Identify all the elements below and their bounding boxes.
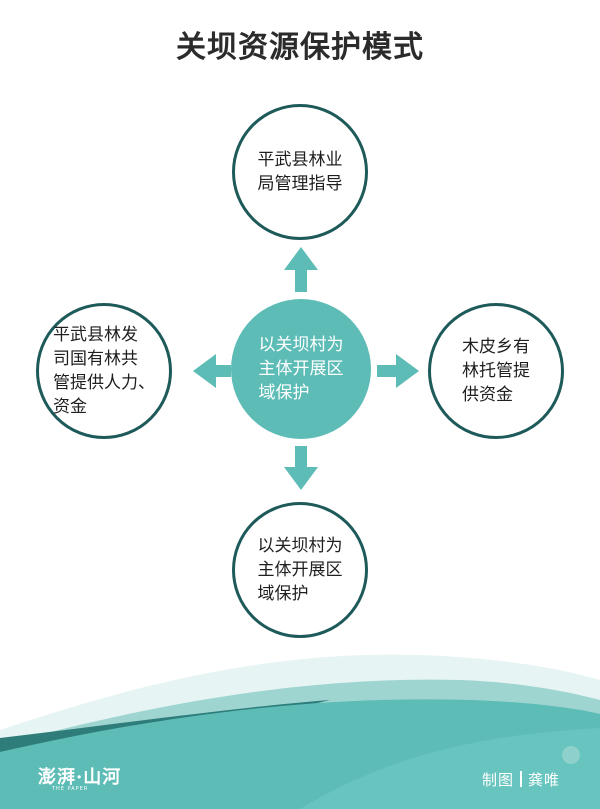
node-top-label: 平武县林业 局管理指导 <box>257 150 343 194</box>
node-right-label: 木皮乡有 林托管提 供资金 <box>462 337 530 405</box>
brand-subtitle: THE PAPER <box>52 786 89 792</box>
arrow-up <box>284 247 318 292</box>
credit-divider <box>519 771 522 787</box>
node-center: 以关坝村为 主体开展区 域保护 <box>231 299 371 439</box>
arrow-left <box>193 354 231 388</box>
node-left: 平武县林发 司国有林共 管提供人力、 资金 <box>36 303 172 439</box>
node-right: 木皮乡有 林托管提 供资金 <box>428 303 564 439</box>
brand-logo: 澎湃·山河 <box>38 767 122 788</box>
arrow-down <box>284 446 318 490</box>
node-left-label: 平武县林发 司国有林共 管提供人力、 资金 <box>53 325 155 417</box>
credit: 制图龚唯 <box>482 769 560 790</box>
wave-dot <box>562 746 580 764</box>
node-bottom: 以关坝村为 主体开展区 域保护 <box>232 502 368 638</box>
node-top: 平武县林业 局管理指导 <box>232 104 368 240</box>
page-title: 关坝资源保护模式 <box>176 30 424 65</box>
arrow-right <box>377 354 419 388</box>
wave-accent <box>300 728 600 809</box>
credit-label: 制图 <box>481 771 514 789</box>
node-bottom-label: 以关坝村为 主体开展区 域保护 <box>257 536 343 604</box>
credit-name: 龚唯 <box>527 771 560 789</box>
node-center-label: 以关坝村为 主体开展区 域保护 <box>258 335 344 403</box>
